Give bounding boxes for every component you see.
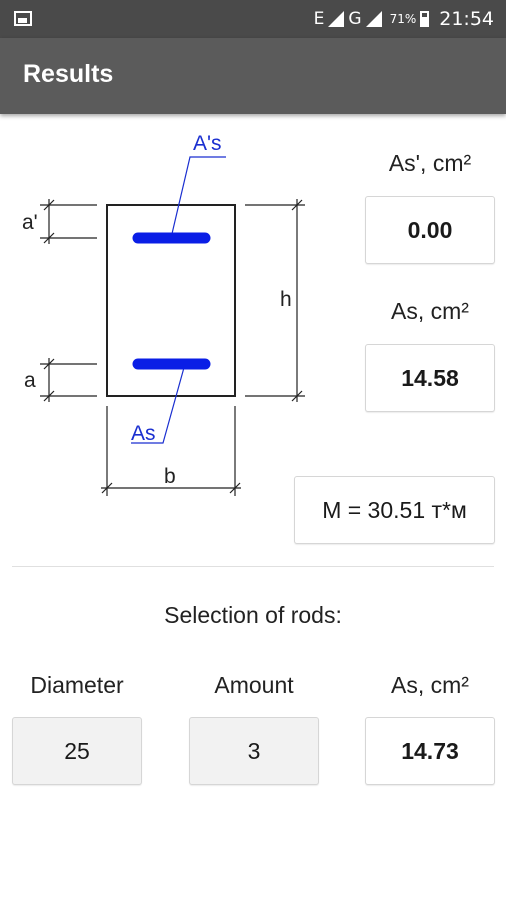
- network-type-e: E: [313, 9, 325, 29]
- signal-icon: [328, 11, 345, 27]
- as-prime-label: As', cm²: [388, 150, 472, 176]
- divider: [12, 566, 494, 567]
- network-type-g: G: [348, 9, 362, 29]
- label-a-prime: a': [22, 211, 38, 234]
- battery-percent: 71%: [389, 12, 417, 26]
- section-outline: [106, 204, 236, 397]
- selection-as-label: As, cm²: [391, 672, 469, 698]
- amount-label: Amount: [214, 672, 294, 698]
- clock: 21:54: [439, 8, 494, 30]
- as-label: As, cm²: [391, 298, 469, 324]
- label-top-rebar: A's: [193, 132, 222, 155]
- diameter-label: Diameter: [30, 672, 124, 698]
- app-bar: Results: [0, 38, 506, 114]
- selection-heading: Selection of rods:: [164, 602, 342, 628]
- as-prime-value: 0.00: [365, 196, 495, 264]
- label-bottom-rebar: As: [131, 422, 156, 445]
- label-h: h: [280, 288, 292, 311]
- battery-icon: [420, 11, 430, 27]
- bottom-rebar-leader: [131, 363, 186, 444]
- page-title: Results: [23, 60, 114, 88]
- diameter-field[interactable]: 25: [12, 717, 142, 785]
- status-icons: E G 71% 21:54: [314, 7, 494, 31]
- top-rebar-leader: [170, 156, 226, 239]
- beam-section-diagram: A's As a' a h b: [22, 132, 305, 496]
- status-bar: E G 71% 21:54: [0, 0, 506, 38]
- as-value: 14.58: [365, 344, 495, 412]
- label-b: b: [164, 465, 176, 488]
- amount-field[interactable]: 3: [189, 717, 319, 785]
- selection-as-value: 14.73: [365, 717, 495, 785]
- gallery-notification-icon: [14, 11, 32, 26]
- moment-value: M = 30.51 т*м: [294, 476, 495, 544]
- label-a: a: [24, 369, 36, 392]
- signal-icon-2: [365, 11, 382, 27]
